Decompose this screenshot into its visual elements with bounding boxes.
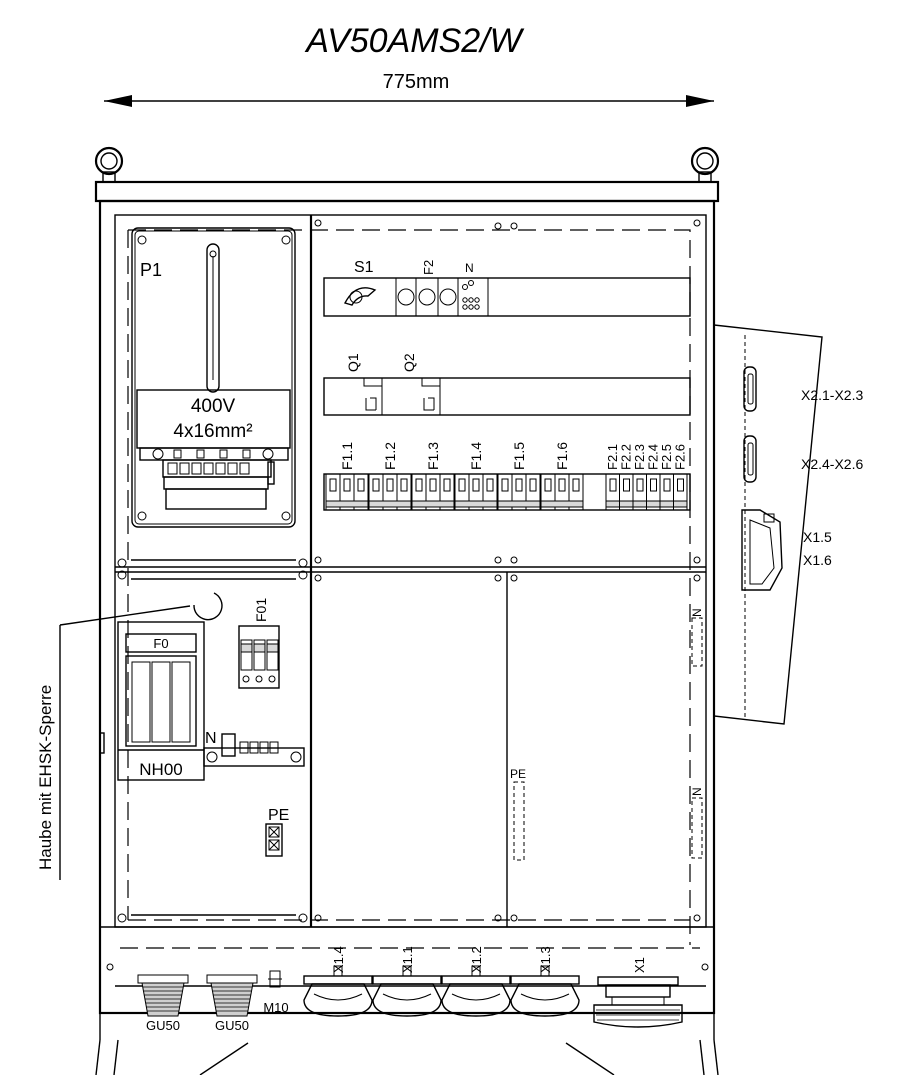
cable-gland-2	[206, 974, 258, 1017]
socket-label: X1.1	[400, 946, 415, 973]
breaker-label: F2.6	[673, 444, 688, 470]
meter-panel	[131, 227, 296, 528]
breaker-label: F1.3	[425, 442, 441, 470]
cabinet-legs	[95, 1039, 719, 1075]
side-socket-3	[741, 509, 783, 591]
breaker-label: F1.2	[382, 442, 398, 470]
neutral-bar-top	[691, 617, 703, 667]
main-switch-label: S1	[354, 259, 374, 276]
gland-label-2: GU50	[215, 1018, 249, 1033]
surge-arrester-label: F01	[253, 598, 269, 622]
meter-label: P1	[140, 260, 162, 280]
side-socket-label-4: X1.6	[803, 552, 832, 568]
fuse-base-label: NH00	[139, 760, 182, 779]
dimension-arrow	[104, 95, 714, 107]
socket-label: X1.4	[331, 946, 346, 973]
breaker-F1-2	[368, 473, 412, 511]
neutral-top-label: N	[465, 261, 474, 275]
rcd-q1-label: Q1	[345, 353, 361, 372]
breaker-F2-2	[619, 473, 634, 511]
socket-x1	[593, 976, 683, 1028]
din-rail-rcd	[323, 377, 691, 416]
earth-bolt	[268, 970, 282, 988]
lifting-eye-left	[94, 146, 124, 183]
meter-cable: 4x16mm²	[173, 421, 252, 442]
breaker-F1-1	[325, 473, 369, 511]
breaker-F2-1	[605, 473, 620, 511]
dimension-label: 775mm	[383, 71, 450, 93]
neutral-bar-bottom	[691, 797, 703, 859]
fuse-f0-label: F0	[153, 636, 168, 651]
nh-fuse-base	[117, 621, 205, 781]
breaker-label: F1.6	[554, 442, 570, 470]
fuse-f2-label: F2	[421, 260, 436, 275]
socket-label: X1.2	[469, 946, 484, 973]
cabinet-inner-frame	[114, 214, 707, 928]
breaker-label: F1.5	[511, 442, 527, 470]
din-rail-top	[323, 277, 691, 317]
socket-X1-2: X1.2	[441, 946, 511, 1017]
side-socket-housing	[713, 324, 823, 725]
breaker-label: F1.1	[339, 442, 355, 470]
meter-voltage: 400V	[191, 396, 236, 417]
bottom-socket-row: X1.4 X1.1 X1.2 X1.3	[303, 946, 580, 1017]
lifting-eye-right	[690, 146, 720, 183]
ehsk-cover-knob	[193, 592, 223, 621]
socket-x1-label: X1	[632, 957, 647, 973]
side-socket-label-3: X1.5	[803, 529, 832, 545]
socket-label: X1.3	[538, 946, 553, 973]
neutral-bar-lower	[203, 733, 305, 767]
side-socket-2	[743, 435, 757, 483]
side-socket-label-1: X2.1-X2.3	[801, 387, 863, 403]
side-socket-1	[743, 366, 757, 412]
gland-label-1: GU50	[146, 1018, 180, 1033]
neutral-bar-bottom-label: N	[690, 787, 704, 796]
pe-terminal	[265, 823, 283, 857]
neutral-lower-label: N	[205, 730, 217, 747]
breaker-F2-4	[646, 473, 661, 511]
meter-terminals	[167, 449, 251, 475]
breaker-F1-3	[411, 473, 455, 511]
main-switch	[323, 277, 397, 317]
socket-X1-4: X1.4	[303, 946, 373, 1017]
breaker-F2-3	[632, 473, 647, 511]
rcd-q2	[381, 377, 441, 416]
cable-gland-1	[137, 974, 189, 1017]
side-socket-label-2: X2.4-X2.6	[801, 456, 863, 472]
rcd-q1	[323, 377, 383, 416]
breaker-label: F2.3	[632, 444, 647, 470]
cabinet-roof	[94, 180, 720, 203]
neutral-bar-top-label: N	[690, 608, 704, 617]
breaker-F1-4	[454, 473, 498, 511]
socket-X1-1: X1.1	[372, 946, 442, 1017]
pe-bar-label: PE	[510, 767, 526, 781]
breaker-label: F2.4	[646, 444, 661, 470]
pe-bar	[513, 781, 525, 861]
drawing-title: AV50AMS2/W	[304, 22, 524, 60]
neutral-terminal-top	[457, 277, 489, 317]
breaker-F2-5	[659, 473, 674, 511]
socket-X1-3: X1.3	[510, 946, 580, 1017]
fuse-f2-unit	[395, 277, 459, 317]
annotation-text: Haube mit EHSK-Sperre	[36, 685, 55, 870]
surge-arrester	[238, 625, 280, 689]
breaker-label: F1.4	[468, 442, 484, 470]
breaker-label: F2.5	[659, 444, 674, 470]
breaker-labels: F1.1 F1.2 F1.3 F1.4 F1.5 F1.6 F2.1F2.2F2.3F2.4…	[339, 442, 688, 470]
panel-screws	[106, 219, 709, 971]
breaker-label: F2.2	[619, 444, 634, 470]
pe-lower-label: PE	[268, 807, 289, 824]
breaker-F1-6	[540, 473, 584, 511]
annotation-leader	[59, 605, 191, 626]
breaker-F2-6	[673, 473, 688, 511]
earth-bolt-label: M10	[263, 1000, 288, 1015]
breaker-label: F2.1	[605, 444, 620, 470]
breaker-F1-5	[497, 473, 541, 511]
breaker-row	[325, 473, 688, 511]
rcd-q2-label: Q2	[401, 353, 417, 372]
cabinet-body	[98, 199, 716, 1015]
